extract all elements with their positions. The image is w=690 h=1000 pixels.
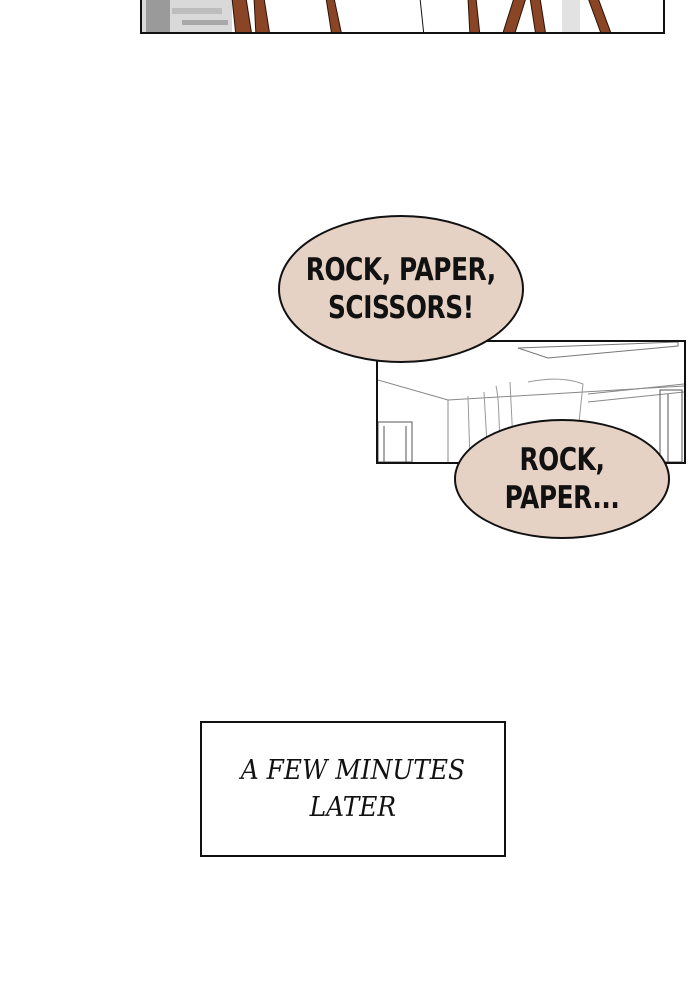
narration-caption-box: A FEW MINUTES LATER — [200, 721, 506, 857]
room-interior-illustration — [378, 342, 684, 462]
comic-panel-chair-legs — [140, 0, 665, 34]
speech-bubble-rock-paper-scissors: ROCK, PAPER, SCISSORS! — [278, 215, 524, 363]
speech-bubble-rock-paper: ROCK, PAPER... — [454, 419, 670, 539]
chair-legs-illustration — [142, 0, 612, 32]
narration-caption-text: A FEW MINUTES LATER — [240, 755, 466, 823]
speech-bubble-text: ROCK, PAPER... — [504, 442, 620, 516]
speech-bubble-text: ROCK, PAPER, SCISSORS! — [305, 252, 497, 326]
